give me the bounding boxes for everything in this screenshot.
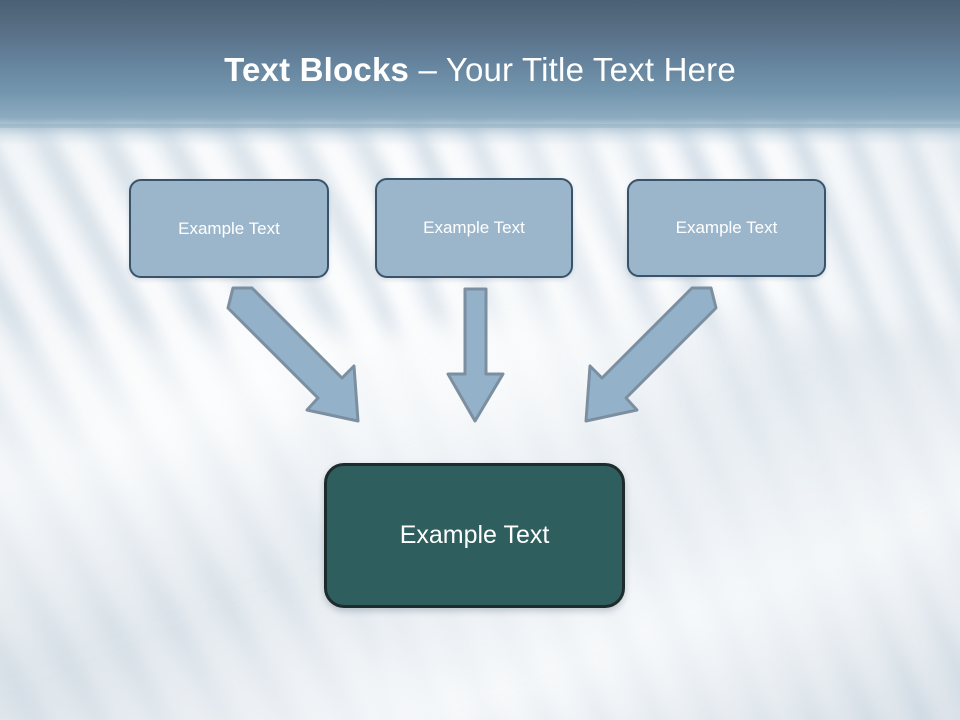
text-block-3[interactable]: Example Text [627,179,826,277]
text-block-1-label: Example Text [178,218,280,238]
page-title: Text Blocks – Your Title Text Here [0,50,960,90]
title-banner-fade [0,124,960,150]
title-bold-segment: Text Blocks [224,51,419,88]
title-regular-segment: Your Title Text Here [445,51,736,88]
text-block-2[interactable]: Example Text [375,178,573,278]
text-block-3-label: Example Text [675,218,778,237]
result-text-block[interactable]: Example Text [324,463,625,608]
result-text-block-label: Example Text [399,521,550,549]
title-banner [0,0,960,128]
title-separator: – [418,51,446,88]
text-block-2-label: Example Text [423,218,525,237]
text-block-1[interactable]: Example Text [129,179,329,278]
